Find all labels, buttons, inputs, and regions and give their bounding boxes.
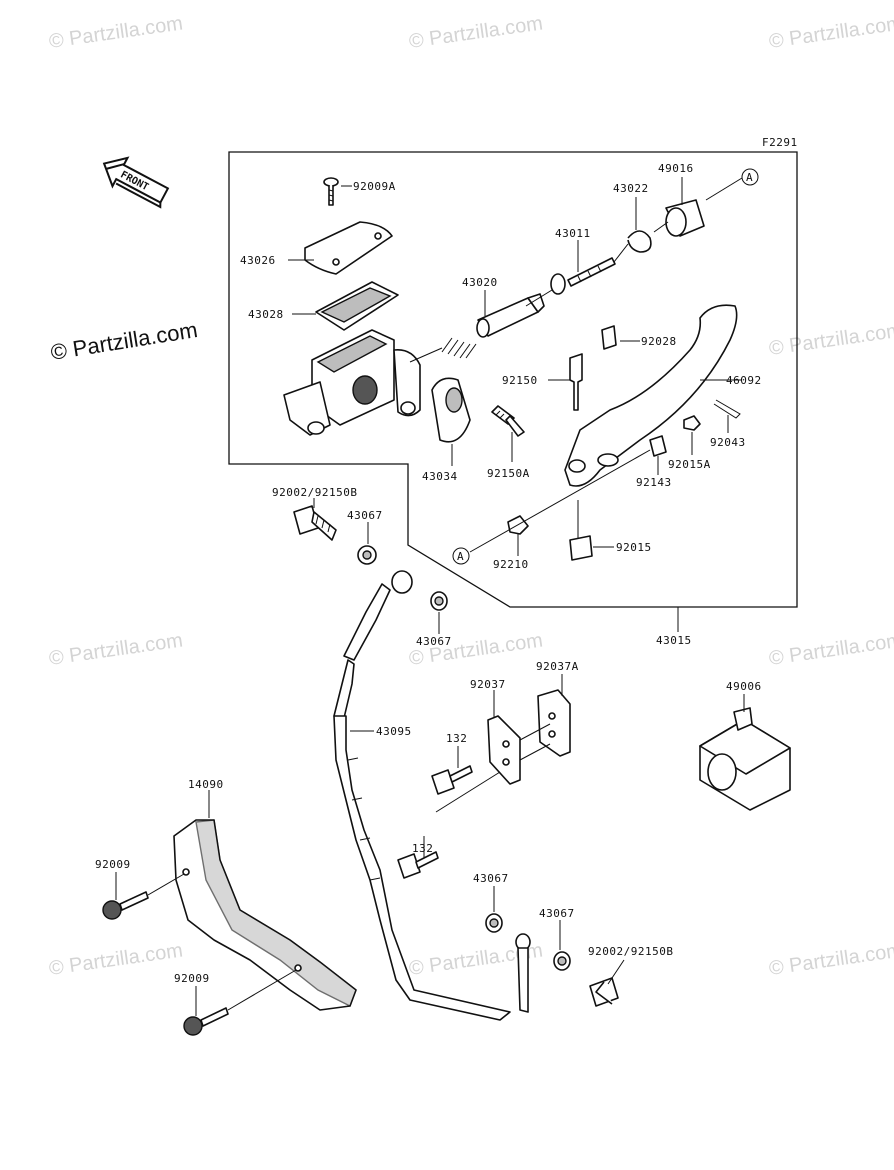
part-label: 43067 [473, 872, 509, 885]
dust-boot-icon [665, 199, 705, 237]
part-label: 92143 [636, 476, 672, 489]
part-label: 43028 [248, 308, 284, 321]
watermark: © Partzilla.com [48, 12, 185, 53]
collar-92143-icon [649, 435, 667, 457]
bracket-92037a-icon [537, 689, 571, 757]
part-label: 92150A [487, 467, 530, 480]
figure-code: F2291 [762, 136, 798, 149]
part-label: 92015 [616, 541, 652, 554]
leader-lines-top [288, 177, 743, 632]
part-label: 92015A [668, 458, 711, 471]
screw-92009a-icon [323, 177, 339, 206]
part-label: 43011 [555, 227, 591, 240]
cotter-pin-icon [713, 399, 741, 419]
bolt-92009-upper-icon [102, 891, 149, 920]
watermark: © Partzilla.com [48, 629, 185, 670]
adjuster-92028-icon [601, 325, 617, 350]
bolt-132-upper-icon [431, 765, 473, 795]
part-label: 92009A [353, 180, 396, 193]
svg-text:A: A [746, 171, 753, 184]
watermark: © Partzilla.com [768, 629, 894, 670]
part-label: 92002/92150B [588, 945, 673, 958]
nut-92015-icon [569, 535, 593, 561]
pivot-bolt-icon [569, 353, 583, 411]
piston-spring-icon [441, 293, 545, 359]
brake-lever-icon [564, 304, 738, 487]
part-label: 49006 [726, 680, 762, 693]
part-label: 43034 [422, 470, 458, 483]
part-label: 14090 [188, 778, 224, 791]
part-label: 43067 [347, 509, 383, 522]
part-label: 92009 [95, 858, 131, 871]
circlip-icon [627, 230, 652, 253]
part-label: 43095 [376, 725, 412, 738]
bolt-92009-lower-icon [183, 1007, 229, 1036]
watermark: © Partzilla.com [768, 939, 894, 980]
banjo-fitting-lower-icon [515, 933, 531, 1013]
clamp-49006-icon [699, 707, 791, 811]
bracket-92037-icon [487, 715, 521, 785]
assembly-frame [228, 151, 798, 608]
part-label: 132 [446, 732, 467, 745]
push-rod-icon [550, 257, 616, 295]
part-label: 49016 [658, 162, 694, 175]
part-label: 92210 [493, 558, 529, 571]
part-label: 46092 [726, 374, 762, 387]
reservoir-cap-icon [304, 221, 393, 275]
watermark-prominent: © Partzilla.com [49, 317, 199, 365]
part-label: 92043 [710, 436, 746, 449]
part-label: 92009 [174, 972, 210, 985]
part-label: 92150 [502, 374, 538, 387]
nut-92015a-icon [683, 415, 701, 431]
front-arrow-icon: FRONT [102, 156, 170, 209]
part-label: 43026 [240, 254, 276, 267]
watermark: © Partzilla.com [768, 319, 894, 360]
watermark: © Partzilla.com [768, 12, 894, 53]
part-label: 132 [412, 842, 433, 855]
master-cylinder-icon [283, 329, 421, 436]
banjo-bolt-bottom-icon [589, 977, 619, 1007]
part-label: 92037A [536, 660, 579, 673]
brake-hose-icon [333, 570, 511, 1021]
part-label: 43067 [539, 907, 575, 920]
part-label: 43015 [656, 634, 692, 647]
ref-marker-a-bottom: A [452, 547, 470, 565]
bolt-132-lower-icon [397, 851, 439, 879]
part-label: 92002/92150B [272, 486, 357, 499]
svg-text:A: A [457, 550, 464, 563]
part-label: 92028 [641, 335, 677, 348]
watermark: © Partzilla.com [408, 12, 545, 53]
part-label: 43022 [613, 182, 649, 195]
watermark: © Partzilla.com [48, 939, 185, 980]
part-label: 43067 [416, 635, 452, 648]
part-labels: 92009A 43026 43028 43020 43011 43022 490… [95, 162, 762, 985]
part-label: 43020 [462, 276, 498, 289]
banjo-bolt-top-icon [293, 505, 337, 541]
part-label: 92037 [470, 678, 506, 691]
bolt-92150a-icon [491, 405, 525, 437]
ref-marker-a-top: A [741, 168, 759, 186]
